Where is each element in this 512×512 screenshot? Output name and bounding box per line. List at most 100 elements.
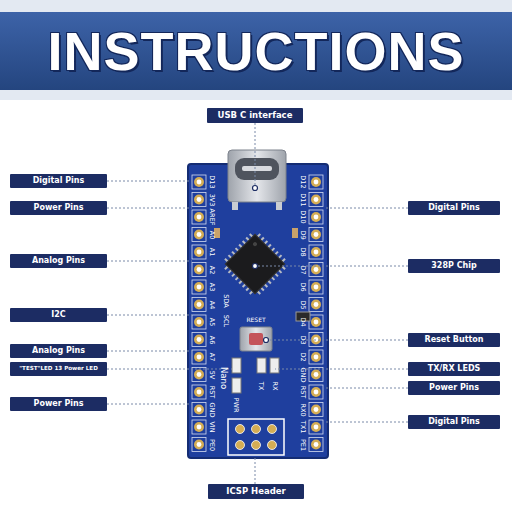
- led: [232, 358, 241, 373]
- leader-line: [324, 208, 408, 209]
- pin-hole: [309, 403, 323, 417]
- pin-drill: [314, 197, 319, 202]
- pin-label: D4: [300, 317, 307, 326]
- pin-drill: [314, 267, 319, 272]
- callout-text: 328P Chip: [431, 262, 476, 270]
- pin-drill: [314, 250, 319, 255]
- banner-title: INSTRUCTIONS: [0, 18, 512, 84]
- usb-c-leg: [276, 202, 282, 210]
- leader-line: [107, 351, 192, 352]
- icsp-holes: [236, 425, 277, 450]
- usb-c-opening: [235, 158, 279, 180]
- pin-hole: [192, 350, 206, 364]
- pin-label: D11: [300, 193, 307, 206]
- pin-drill: [314, 372, 319, 377]
- pin-hole: [309, 228, 323, 242]
- icsp-pin: [236, 425, 245, 434]
- pin-ring: [194, 195, 204, 205]
- pin-pad-outline: [192, 333, 206, 347]
- reset-button-cap: [249, 333, 263, 345]
- pin-drill: [314, 215, 319, 220]
- leader-line: [255, 266, 408, 267]
- pin-pad-outline: [309, 385, 323, 399]
- pin-pad-outline: [309, 263, 323, 277]
- pin-drill: [197, 180, 202, 185]
- leader-line: [324, 422, 408, 423]
- smd-part: [292, 228, 298, 238]
- pin-pad-outline: [192, 175, 206, 189]
- pin-ring: [311, 317, 321, 327]
- pin-label: GND: [209, 402, 216, 417]
- reset-button: [240, 327, 272, 351]
- banner-band: [0, 12, 512, 90]
- leader-dot: [253, 264, 258, 269]
- pin-label: D3: [300, 335, 307, 344]
- leader-line: [107, 181, 192, 182]
- mcu-chip: [220, 229, 291, 300]
- pin-label: AREF: [209, 209, 216, 226]
- pin-ring: [194, 212, 204, 222]
- callout-text: Power Pins: [429, 384, 479, 392]
- pin-pad-outline: [309, 228, 323, 242]
- pin-ring: [194, 335, 204, 345]
- leader-line: [324, 388, 408, 389]
- pin-ring: [194, 177, 204, 187]
- pin-label: SCL: [223, 315, 230, 327]
- pin-pad-outline: [192, 385, 206, 399]
- callout-box: I2C: [10, 308, 107, 322]
- board-text: PWR: [233, 398, 240, 413]
- pin-hole: [192, 368, 206, 382]
- pin-hole: [192, 403, 206, 417]
- callout-text: Digital Pins: [428, 418, 480, 426]
- pin-pad-outline: [309, 438, 323, 452]
- usb-c-tongue: [242, 166, 272, 171]
- leader-line: [107, 261, 192, 262]
- pin-ring: [311, 195, 321, 205]
- pin-ring: [311, 405, 321, 415]
- chip-pins: [220, 229, 291, 300]
- pin-drill: [197, 372, 202, 377]
- pin-label: A4: [209, 300, 216, 309]
- pin-hole: [192, 193, 206, 207]
- led: [270, 358, 279, 373]
- pin-hole: [309, 350, 323, 364]
- pin-pad-outline: [309, 193, 323, 207]
- pin-drill: [197, 320, 202, 325]
- pin-pad-outline: [309, 210, 323, 224]
- pin-label: RX0: [300, 403, 307, 416]
- pin-ring: [311, 247, 321, 257]
- icsp-pin: [268, 441, 277, 450]
- pin-drill: [197, 215, 202, 220]
- callout-text: Digital Pins: [428, 204, 480, 212]
- pin-pad-outline: [192, 298, 206, 312]
- pin-label: PE0: [209, 438, 216, 450]
- pin-label: SDA: [223, 294, 230, 307]
- pin-label: PE1: [300, 438, 307, 450]
- pin-ring: [311, 370, 321, 380]
- callout-text: I2C: [51, 311, 65, 319]
- callout-text: Reset Button: [424, 336, 483, 344]
- led: [257, 358, 266, 373]
- pin-drill: [314, 390, 319, 395]
- pin-drill: [197, 285, 202, 290]
- pin-label: D7: [300, 265, 307, 274]
- pin-hole: [309, 210, 323, 224]
- callout-text: Power Pins: [34, 400, 84, 408]
- pin-label: D10: [300, 210, 307, 223]
- pin-hole: [192, 420, 206, 434]
- pin-pad-outline: [192, 403, 206, 417]
- leader-lines: [107, 123, 408, 484]
- pin-hole: [309, 385, 323, 399]
- pin-hole: [192, 175, 206, 189]
- leader-line: [255, 458, 256, 484]
- icsp-outline: [228, 419, 284, 455]
- pin-hole: [309, 420, 323, 434]
- pin-drill: [197, 337, 202, 342]
- pin-hole: [192, 210, 206, 224]
- pin-label: D6: [300, 282, 307, 291]
- pin-pad-outline: [309, 420, 323, 434]
- pin-pad-outline: [192, 368, 206, 382]
- callout-text: Digital Pins: [33, 177, 85, 185]
- pin-ring: [194, 282, 204, 292]
- callout-text: USB C interface: [218, 111, 293, 120]
